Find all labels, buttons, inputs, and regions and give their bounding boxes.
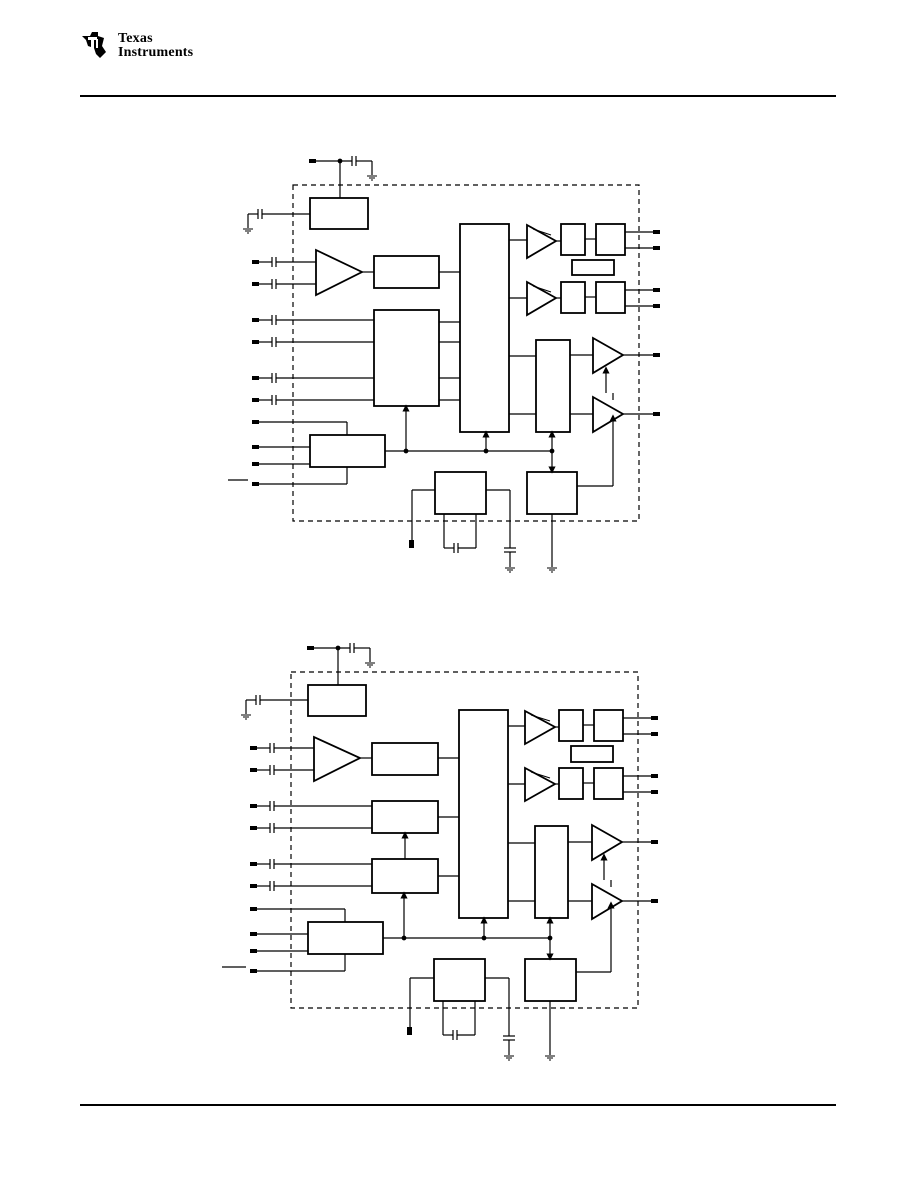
input-mux-block — [373, 309, 440, 407]
reference-block — [524, 958, 577, 1002]
adc-block — [373, 255, 440, 289]
line-driver-2 — [592, 395, 625, 434]
input-mux-block-2 — [371, 858, 439, 894]
output-driver-1 — [526, 223, 558, 260]
input-mux-block-1 — [371, 800, 439, 834]
adc-block — [371, 742, 439, 776]
output-stage-2a — [560, 281, 586, 314]
protection-block — [570, 745, 614, 763]
dsp-core-block — [459, 223, 510, 433]
ti-logo: Texas Instruments — [80, 28, 230, 64]
line-driver-1 — [592, 336, 625, 375]
output-stage-1a — [560, 223, 586, 256]
ti-state-logo-icon — [82, 32, 106, 58]
dac-block — [534, 825, 569, 919]
output-driver-2 — [526, 280, 558, 317]
output-driver-1 — [524, 709, 557, 746]
input-amplifier — [313, 735, 363, 783]
regulator-block — [307, 684, 367, 717]
device-boundary — [292, 184, 640, 522]
footer-rule — [80, 1104, 836, 1106]
dac-block — [535, 339, 571, 433]
line-driver-2 — [591, 882, 624, 921]
output-stage-2b — [595, 281, 626, 314]
control-interface-block — [309, 434, 386, 468]
output-stage-2a — [558, 767, 584, 800]
header-rule — [80, 95, 836, 97]
output-stage-1b — [593, 709, 624, 742]
line-driver-1 — [591, 823, 624, 862]
oscillator-block — [433, 958, 486, 1002]
oscillator-block — [434, 471, 487, 515]
control-interface-block — [307, 921, 384, 955]
regulator-block — [309, 197, 369, 230]
company-name-line2: Instruments — [118, 45, 194, 60]
reference-block — [526, 471, 578, 515]
output-stage-1a — [558, 709, 584, 742]
output-stage-1b — [595, 223, 626, 256]
output-stage-2b — [593, 767, 624, 800]
input-amplifier — [315, 248, 365, 297]
company-name-line1: Texas — [118, 31, 153, 46]
output-driver-2 — [524, 766, 557, 803]
company-name: Texas Instruments — [118, 32, 193, 60]
device-boundary — [290, 671, 639, 1009]
block-diagram-upper — [228, 155, 660, 573]
protection-block — [571, 259, 615, 276]
dsp-core-block — [458, 709, 509, 919]
block-diagram-lower — [222, 642, 658, 1061]
